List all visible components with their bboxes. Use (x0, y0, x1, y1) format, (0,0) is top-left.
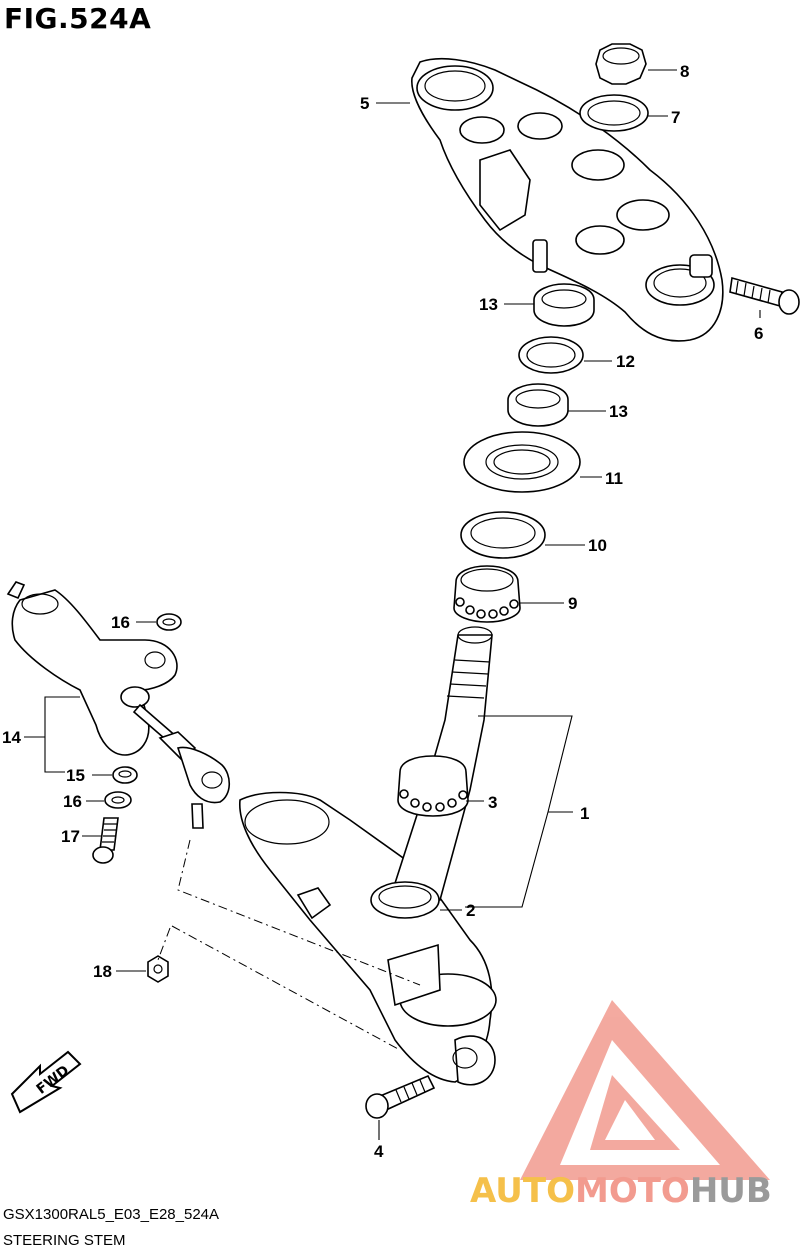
callout-14: 14 (2, 728, 21, 747)
bolt-part-4 (365, 1074, 436, 1119)
figure-title: FIG.524A (4, 2, 152, 35)
watermark-text-moto: MOTO (575, 1171, 690, 1211)
callout-5: 5 (360, 94, 369, 113)
callout-13-lower: 13 (609, 402, 628, 421)
leader-lines (82, 69, 761, 1140)
model-code: GSX1300RAL5_E03_E28_524A (3, 1206, 220, 1223)
callout-labels: 1 2 3 4 5 6 7 8 9 10 11 12 13 13 14 15 1… (2, 62, 763, 1161)
callout-17: 17 (61, 827, 80, 846)
callout-3: 3 (488, 793, 497, 812)
forward-arrow-icon: FWD (10, 1050, 82, 1114)
steering-stem-part-1 (239, 626, 497, 1086)
callout-6: 6 (754, 324, 763, 343)
steering-damper-part-14 (6, 581, 231, 829)
callout-8: 8 (680, 62, 689, 81)
lock-nut-part-13-lower (507, 383, 569, 427)
callout-9: 9 (568, 594, 577, 613)
assembly-lines (157, 839, 421, 1051)
watermark-text: AUTOMOTOHUB (470, 1171, 772, 1211)
watermark-logo (520, 1000, 770, 1180)
watermark-text-hub: HUB (690, 1171, 772, 1211)
callout-18: 18 (93, 962, 112, 981)
collar-part-15 (112, 766, 138, 784)
race-part-10 (460, 511, 546, 559)
steering-stem-nut-part-8 (595, 43, 647, 85)
washer-part-16-lower (104, 791, 132, 809)
dust-seal-part-11 (463, 431, 581, 493)
nut-part-18 (147, 955, 169, 983)
callout-12: 12 (616, 352, 635, 371)
group-bracket-1 (465, 715, 573, 908)
washer-part-16-upper (156, 613, 182, 631)
callout-4: 4 (374, 1142, 384, 1161)
washer-part-7 (579, 94, 649, 132)
svg-text:AUTOMOTOHUB: AUTOMOTOHUB (470, 1171, 772, 1211)
callout-2: 2 (466, 901, 475, 920)
figure-caption: STEERING STEM (3, 1232, 126, 1249)
callout-13-upper: 13 (479, 295, 498, 314)
group-bracket-14 (24, 696, 80, 773)
callout-15: 15 (66, 766, 85, 785)
callout-10: 10 (588, 536, 607, 555)
watermark-text-auto: AUTO (470, 1171, 575, 1211)
callout-7: 7 (671, 108, 680, 127)
bearing-part-3 (397, 755, 469, 817)
bearing-part-9 (453, 565, 521, 623)
callout-1: 1 (580, 804, 589, 823)
lock-nut-part-13-upper (533, 283, 595, 327)
callout-11: 11 (605, 469, 623, 488)
callout-16-lower: 16 (63, 792, 82, 811)
bolt-part-17 (92, 817, 119, 864)
bolt-part-6 (729, 276, 800, 315)
callout-16-upper: 16 (111, 613, 130, 632)
washer-part-12 (518, 336, 584, 374)
dust-seal-part-2 (370, 881, 440, 919)
upper-bracket-part-5 (411, 57, 724, 342)
